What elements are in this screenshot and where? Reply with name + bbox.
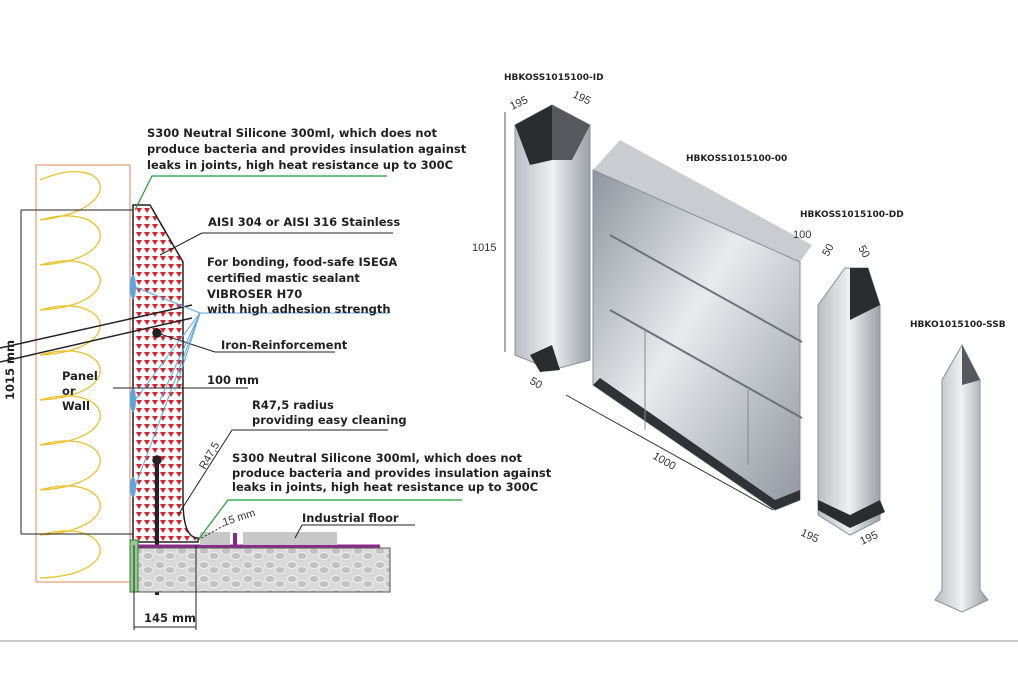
dim-dd-w2: 50: [855, 244, 872, 261]
dim-dd-w1: 50: [820, 242, 837, 259]
product-straight: [565, 140, 812, 511]
dim-100mm: 100 mm: [207, 373, 259, 387]
product-code-ssb: HBKO1015100-SSB: [910, 320, 1006, 330]
dim-1015mm: 1015 mm: [3, 340, 17, 400]
silicone-top-label: S300 Neutral Silicone 300ml, which does …: [147, 126, 467, 172]
wall-panel: [35, 164, 131, 583]
iron-reinforcement-label: Iron-Reinforcement: [221, 338, 348, 352]
product-code-id: HBKOSS1015100-ID: [504, 73, 604, 83]
product-outer-corner: [817, 267, 885, 536]
product-code-straight: HBKOSS1015100-00: [686, 154, 787, 164]
stainless-label: AISI 304 or AISI 316 Stainless: [208, 215, 400, 229]
dim-id-w2: 195: [571, 89, 593, 108]
silicone-bottom-label: S300 Neutral Silicone 300ml, which does …: [232, 451, 552, 494]
dim-dd-b2: 195: [858, 529, 880, 548]
radius-dim: R47,5: [197, 440, 222, 471]
skirting-section: [132, 204, 199, 543]
dim-145mm: 145 mm: [144, 611, 196, 625]
mastic-dots: [130, 275, 136, 497]
dim-straight-top: 100: [793, 229, 811, 241]
product-ssb: [934, 343, 989, 613]
dim-dd-b1: 195: [799, 527, 821, 546]
dim-id-height: 1015: [472, 242, 496, 254]
dim-id-w1: 195: [508, 94, 530, 113]
product-inner-corner: [504, 104, 591, 372]
dim-id-base: 50: [528, 375, 545, 392]
dim-straight-length: 1000: [651, 450, 678, 473]
concrete-floor: [137, 547, 391, 593]
industrial-floor-label: Industrial floor: [302, 511, 399, 525]
dim-15mm: 15 mm: [221, 507, 257, 529]
product-code-dd: HBKOSS1015100-DD: [800, 210, 904, 220]
